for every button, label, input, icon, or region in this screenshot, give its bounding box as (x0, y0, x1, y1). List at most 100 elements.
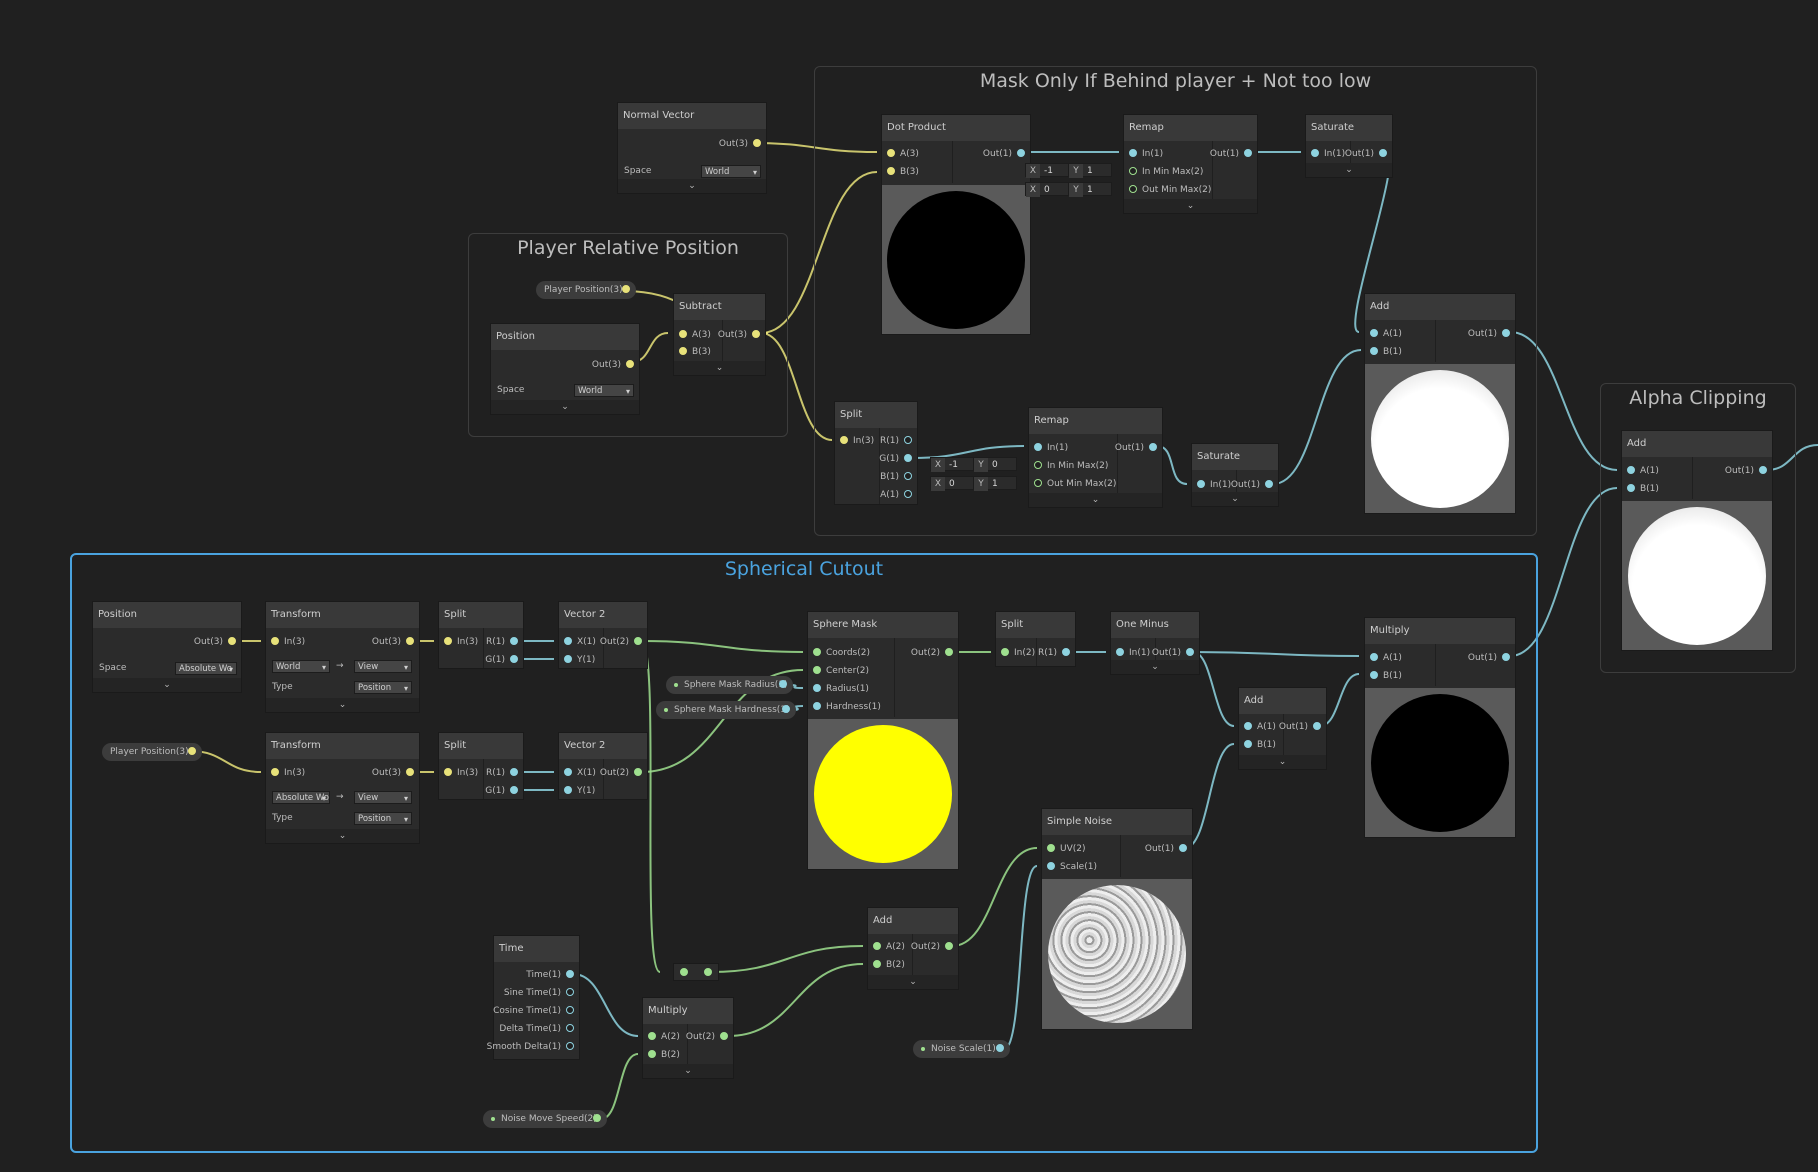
collapse-chevron-icon[interactable]: ⌄ (1029, 493, 1162, 507)
node-add[interactable]: Add A(1) B(1) Out(1) (1364, 293, 1516, 514)
port-dot-icon[interactable] (779, 680, 787, 688)
port-dot-icon[interactable] (1627, 484, 1635, 492)
collapse-chevron-icon[interactable]: ⌄ (1111, 660, 1199, 674)
collapse-chevron-icon[interactable]: ⌄ (266, 698, 419, 712)
input-port-b[interactable]: B(1) (1365, 344, 1402, 360)
output-port-sine-time[interactable]: Sine Time(1) (504, 985, 579, 1001)
output-port[interactable]: Out(1) (1468, 326, 1515, 342)
port-dot-icon[interactable] (1370, 653, 1378, 661)
edge-connection[interactable] (1192, 651, 1360, 657)
input-port-in-min-max[interactable]: In Min Max(2) (1124, 164, 1203, 180)
to-space-dropdown[interactable]: View (354, 791, 412, 804)
port-dot-icon[interactable] (406, 637, 414, 645)
edge-connection[interactable] (760, 171, 878, 334)
node-transform[interactable]: Transform In(3) Out(3) World → View Type… (265, 601, 420, 713)
node-split[interactable]: Split In(2) R(1) (995, 611, 1076, 667)
in-min-x-field[interactable]: X-1 (1025, 163, 1069, 178)
port-dot-icon[interactable] (1370, 671, 1378, 679)
port-dot-icon[interactable] (593, 1114, 601, 1122)
input-port-coords[interactable]: Coords(2) (808, 645, 870, 661)
output-port[interactable]: Out(1) (1279, 719, 1326, 735)
port-dot-icon[interactable] (1244, 149, 1252, 157)
input-port-b[interactable]: B(3) (674, 344, 711, 360)
output-port[interactable]: Out(1) (1115, 440, 1162, 456)
port-dot-icon[interactable] (1265, 480, 1273, 488)
edge-connection[interactable] (640, 640, 804, 653)
output-port-r[interactable]: R(1) (486, 765, 523, 781)
collapse-chevron-icon[interactable]: ⌄ (266, 829, 419, 843)
port-dot-icon[interactable] (945, 942, 953, 950)
output-port[interactable]: Out(1) (1725, 463, 1772, 479)
edge-connection[interactable] (951, 847, 1038, 947)
node-time[interactable]: Time Time(1) Sine Time(1) Cosine Time(1)… (487, 935, 580, 1060)
port-dot-icon[interactable] (271, 637, 279, 645)
port-dot-icon[interactable] (1179, 844, 1187, 852)
input-port-a[interactable]: A(2) (643, 1029, 680, 1045)
output-port[interactable]: Out(3) (719, 136, 766, 152)
port-dot-icon[interactable] (1370, 329, 1378, 337)
output-port[interactable]: Out(2) (686, 1029, 733, 1045)
port-dot-icon[interactable] (887, 149, 895, 157)
node-multiply[interactable]: Multiply A(2) B(2) Out(2) ⌄ (642, 997, 734, 1079)
port-dot-icon[interactable] (1017, 149, 1025, 157)
port-dot-icon[interactable] (904, 490, 912, 498)
output-port-g[interactable]: G(1) (879, 451, 917, 467)
input-port-x[interactable]: X(1) (559, 765, 596, 781)
input-port-a[interactable]: A(3) (674, 327, 711, 343)
collapse-chevron-icon[interactable]: ⌄ (643, 1064, 733, 1078)
port-dot-icon[interactable] (510, 655, 518, 663)
input-port-y[interactable]: Y(1) (559, 652, 595, 668)
property-player-position[interactable]: Player Position(3) (102, 743, 202, 761)
group-title[interactable]: Alpha Clipping (1629, 387, 1767, 409)
edge-connection[interactable] (760, 332, 833, 441)
input-port-out-min-max[interactable]: Out Min Max(2) (1124, 182, 1211, 198)
collapse-chevron-icon[interactable]: ⌄ (868, 975, 958, 989)
port-dot-icon[interactable] (648, 1032, 656, 1040)
node-position[interactable]: Position Out(3) Space World ⌄ (490, 323, 640, 415)
edge-connection[interactable] (752, 142, 878, 153)
port-dot-icon[interactable] (1759, 466, 1767, 474)
node-sphere-mask[interactable]: Sphere Mask Coords(2) Center(2) Radius(1… (807, 611, 959, 870)
node-add[interactable]: Add A(2) B(2) Out(2) ⌄ (867, 907, 959, 990)
node-vector-2[interactable]: Vector 2 X(1) Y(1) Out(2) (558, 601, 648, 669)
port-dot-icon[interactable] (1034, 461, 1042, 469)
port-dot-icon[interactable] (945, 648, 953, 656)
output-port-a[interactable]: A(1) (880, 487, 917, 503)
node-transform[interactable]: Transform In(3) Out(3) Absolute Wo → Vie… (265, 732, 420, 844)
port-dot-icon[interactable] (566, 1042, 574, 1050)
collapse-chevron-icon[interactable]: ⌄ (93, 678, 241, 692)
port-dot-icon[interactable] (188, 747, 196, 755)
group-title[interactable]: Mask Only If Behind player + Not too low (979, 70, 1372, 92)
output-port-r[interactable]: R(1) (880, 433, 917, 449)
port-dot-icon[interactable] (634, 768, 642, 776)
port-dot-icon[interactable] (566, 970, 574, 978)
port-dot-icon[interactable] (904, 436, 912, 444)
node-normal-vector[interactable]: Normal Vector Out(3) Space World ⌄ (617, 102, 767, 194)
port-dot-icon[interactable] (1034, 479, 1042, 487)
port-dot-icon[interactable] (1062, 648, 1070, 656)
property-player-position[interactable]: Player Position(3) (536, 281, 636, 299)
input-port-radius[interactable]: Radius(1) (808, 681, 869, 697)
output-port[interactable]: Out(2) (911, 939, 958, 955)
port-dot-icon[interactable] (1244, 722, 1252, 730)
collapse-chevron-icon[interactable]: ⌄ (674, 361, 765, 375)
input-port-b[interactable]: B(1) (1365, 668, 1402, 684)
node-simple-noise[interactable]: Simple Noise UV(2) Scale(1) Out(1) (1041, 808, 1193, 1030)
input-port-in[interactable]: In(3) (439, 765, 478, 781)
output-port-r[interactable]: R(1) (486, 634, 523, 650)
input-port-in[interactable]: In(1) (1111, 645, 1150, 661)
input-port-in[interactable]: In(1) (1192, 477, 1231, 493)
edge-connection[interactable] (911, 445, 1025, 459)
port-dot-icon[interactable] (1047, 844, 1055, 852)
group-spherical-cutout[interactable]: Spherical Cutout (70, 553, 1538, 1153)
output-port-b[interactable]: B(1) (880, 469, 917, 485)
input-port-a[interactable]: A(2) (868, 939, 905, 955)
input-port-y[interactable]: Y(1) (559, 783, 595, 799)
node-split[interactable]: Split In(3) R(1) G(1) (438, 732, 524, 800)
port-dot-icon[interactable] (228, 637, 236, 645)
port-dot-icon[interactable] (648, 1050, 656, 1058)
port-dot-icon[interactable] (1197, 480, 1205, 488)
output-port-g[interactable]: G(1) (485, 783, 523, 799)
